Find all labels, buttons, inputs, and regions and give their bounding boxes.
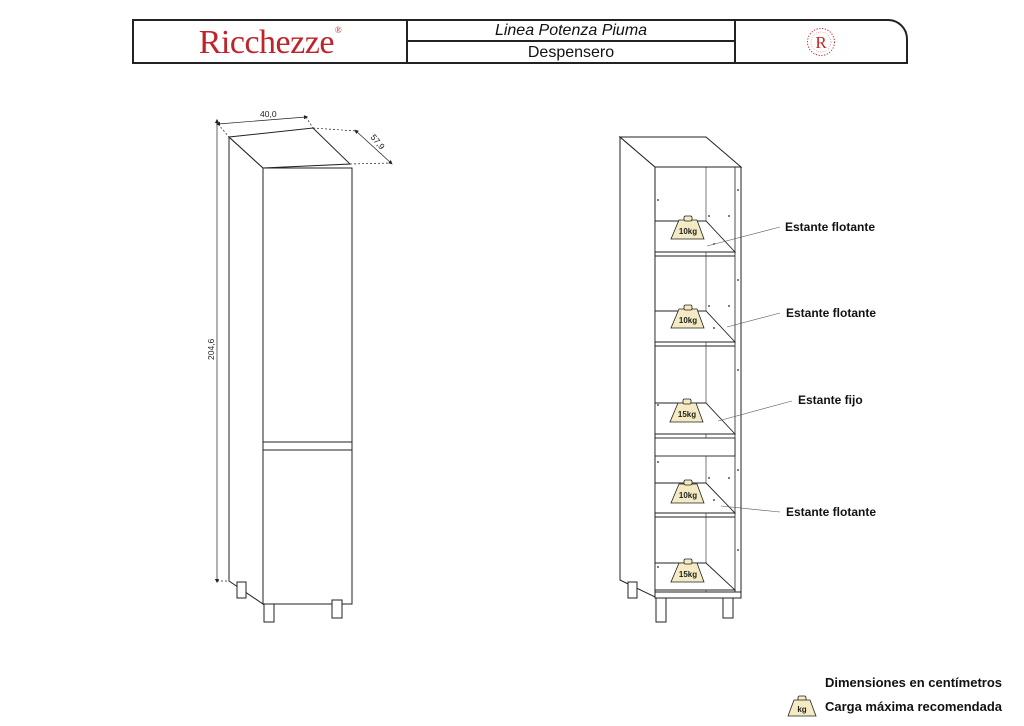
load-legend: kg Carga máxima recomendada [787, 695, 1002, 717]
open-leg-front-left [655, 597, 667, 623]
brand-name: Ricchezze [198, 23, 335, 61]
width-dimension-label: 40,0 [260, 109, 277, 119]
leg-front-left [263, 603, 275, 623]
callout-shelf-4: Estante flotante [786, 505, 876, 519]
dimensions-note: Dimensiones en centímetros [825, 675, 1002, 690]
callout-shelf-3: Estante fijo [798, 393, 863, 407]
registered-mark: ® [334, 24, 342, 35]
load-note: Carga máxima recomendada [824, 698, 1002, 714]
load-value: 15kg [679, 570, 697, 579]
product-line-title: Linea Potenza Piuma [408, 21, 734, 42]
load-tag-1: 10kg [670, 215, 705, 240]
open-leg-front-right [722, 597, 734, 619]
open-leg-back-left [627, 581, 638, 599]
dimension-lines [214, 115, 393, 584]
brand-logo: Ricchezze® [198, 23, 342, 61]
upper-door [262, 167, 353, 443]
load-value: 15kg [678, 410, 696, 419]
callout-shelf-1: Estante flotante [785, 220, 875, 234]
callout-shelf-2: Estante flotante [786, 306, 876, 320]
weight-legend-icon: kg [787, 695, 817, 717]
load-value: 10kg [679, 316, 697, 325]
load-tag-2: 10kg [670, 304, 705, 329]
height-dimension-label: 204,6 [206, 338, 216, 360]
product-name: Despensero [527, 44, 615, 61]
title-block: Ricchezze® Linea Potenza Piuma Despenser… [132, 19, 908, 64]
shelf-pins [657, 189, 739, 568]
logo-cell: Ricchezze® [134, 21, 408, 62]
load-value: 10kg [679, 227, 697, 236]
load-tag-3: 15kg [669, 398, 704, 423]
lower-door [262, 449, 353, 605]
brand-seal-icon: R [807, 27, 835, 56]
depth-dimension-label: 57,9 [369, 132, 387, 151]
cabinet-side-panel [228, 135, 264, 605]
title-cell: Linea Potenza Piuma Despensero [408, 21, 736, 62]
open-cabinet-base [654, 591, 742, 599]
load-tag-4: 10kg [670, 479, 705, 504]
leg-back-left [236, 581, 247, 599]
fixed-shelf-front [654, 437, 736, 457]
leg-front-right [331, 599, 343, 619]
open-cabinet-view [618, 135, 743, 623]
load-value: 10kg [679, 491, 697, 500]
closed-cabinet-view [227, 127, 353, 623]
load-tag-5: 15kg [670, 558, 705, 583]
callout-leaders [706, 226, 793, 513]
door-gap [262, 441, 353, 451]
open-cabinet-outer-side [619, 135, 656, 598]
legend-icon-label: kg [797, 705, 806, 714]
seal-letter: R [815, 33, 827, 52]
seal-cell: R [736, 21, 906, 62]
